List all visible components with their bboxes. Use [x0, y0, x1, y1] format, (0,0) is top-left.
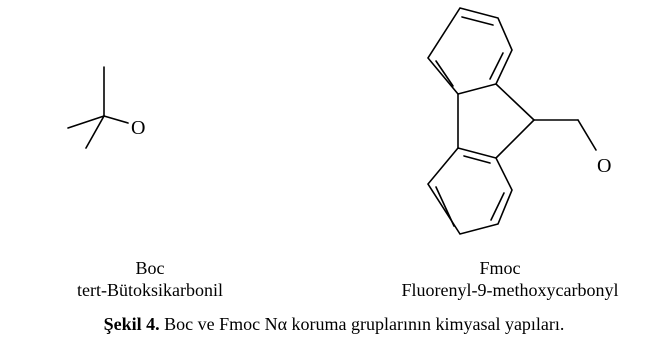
- fmoc-bond-ch2-o: [577, 119, 597, 151]
- fmoc-lower-ring-double-1: [463, 155, 491, 164]
- fmoc-upper-ring-double-3: [435, 60, 454, 87]
- fmoc-upper-ring: [427, 7, 513, 95]
- fmoc-lower-ring: [427, 147, 513, 235]
- boc-bond-bottom-methyl: [85, 115, 105, 149]
- fmoc-structure: O: [427, 7, 611, 235]
- fmoc-upper-ring-double-2: [489, 52, 504, 80]
- figure-caption: Şekil 4. Boc ve Fmoc Nα koruma grupların…: [0, 313, 668, 335]
- boc-abbreviation: Boc: [135, 258, 165, 278]
- fmoc-full-name: Fluorenyl-9-methoxycarbonyl: [401, 280, 619, 300]
- boc-full-name: tert-Bütoksikarbonil: [77, 280, 223, 300]
- fmoc-lower-ring-double-3: [435, 186, 455, 227]
- fmoc-bond-c9-upper: [495, 83, 535, 121]
- fmoc-abbreviation: Fmoc: [479, 258, 521, 278]
- caption-label: Şekil 4.: [103, 314, 160, 334]
- boc-bond-left-methyl: [67, 115, 105, 129]
- structures-drawing: O O: [67, 7, 611, 235]
- boc-structure: O: [67, 66, 145, 149]
- fmoc-lower-ring-double-2: [490, 192, 505, 221]
- fmoc-bond-c9-lower: [495, 119, 535, 159]
- caption-text: Boc ve Fmoc Nα koruma gruplarının kimyas…: [159, 314, 565, 334]
- fmoc-upper-ring-double-1: [461, 16, 494, 26]
- boc-oxygen-label: O: [131, 117, 145, 139]
- boc-bond-oxygen: [103, 115, 129, 124]
- fmoc-oxygen-label: O: [597, 155, 611, 177]
